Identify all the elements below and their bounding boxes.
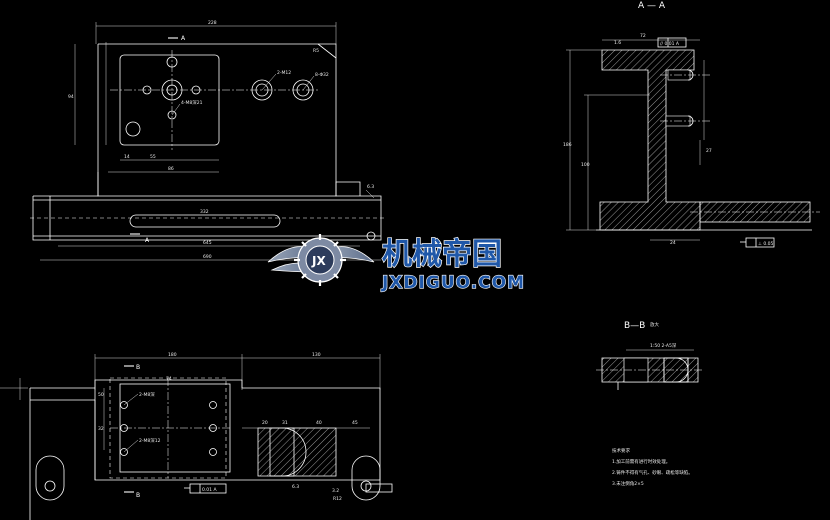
dim-aa-height: 186 <box>563 142 572 148</box>
callout-bore: 8-Φ32 <box>315 72 329 78</box>
watermark-cn: 机械帝国 <box>382 237 502 272</box>
dim-sub-3: 86 <box>168 166 174 172</box>
dim-d7: 32 <box>98 426 104 432</box>
dim-overall-width: 228 <box>208 20 217 26</box>
dim-d3: 31 <box>282 420 288 426</box>
dim-slot-length: 332 <box>200 209 209 215</box>
section-bb-title: B—B <box>624 321 645 331</box>
dim-d5: 50 <box>98 392 104 398</box>
callout-r-small: R12 <box>333 496 342 502</box>
watermark-logo: JX 机械帝国 JXDIGUO.COM <box>267 234 525 294</box>
roughness-2: 3.2 <box>332 488 339 494</box>
dim-top-1: 180 <box>168 352 177 358</box>
callout-hole-2: 2-M8深12 <box>139 437 161 444</box>
svg-text:JX: JX <box>311 254 326 268</box>
tol-frame-aa-top: // 0.01 A <box>660 41 680 47</box>
section-bb-label: 放大 <box>650 321 659 328</box>
front-view: 180 130 B 2-M8深 2-M8深12 2 <box>0 352 393 520</box>
angle-aa: 1.6 <box>614 40 621 46</box>
section-aa: A — A 72 // 0.01 A 1.6 186 100 27 <box>563 1 820 248</box>
note-item: 1.加工前需有进行时效处理。 <box>612 458 670 465</box>
dim-aa-mid: 100 <box>581 162 590 168</box>
dim-total-length: 645 <box>203 240 212 246</box>
section-marker-b-bottom: B <box>136 492 140 499</box>
section-marker-a-top: A <box>181 35 186 42</box>
notes-title: 技术要求 <box>612 447 630 454</box>
dim-sub-1: 14 <box>124 154 130 160</box>
technical-notes: 技术要求 1.加工前需有进行时效处理。 2.铸件不得有气孔、砂眼、疏松等缺陷。 … <box>612 447 693 487</box>
callout-radius: R5 <box>313 48 319 54</box>
dim-aa-top: 72 <box>640 33 646 39</box>
dim-d2: 20 <box>262 420 268 426</box>
note-item: 3.未注倒角2×5 <box>612 480 644 487</box>
section-marker-a-bottom: A <box>145 237 150 244</box>
note-item: 2.铸件不得有气孔、砂眼、疏松等缺陷。 <box>612 469 693 476</box>
dim-d1: 74 <box>166 376 172 382</box>
callout-thread-2: 2-M12 <box>277 70 291 76</box>
callout-chamfer: 6.3 <box>367 184 374 190</box>
tol-frame-aa-bottom: ⊥ 0.05 <box>758 241 774 247</box>
section-bb-callout: 1:50 2-A5深 <box>650 342 677 349</box>
dim-aa-depth: 27 <box>706 148 712 154</box>
watermark-en: JXDIGUO.COM <box>381 273 525 293</box>
dim-sub-2: 55 <box>150 154 156 160</box>
dim-d6: 45 <box>352 420 358 426</box>
top-view: 228 R5 2-M12 8-Φ32 4-M8深21 A 94 <box>30 20 385 261</box>
section-marker-b-top: B <box>136 364 140 371</box>
dim-aa-bottom-right: 24 <box>670 240 676 246</box>
roughness-1: 6.3 <box>292 484 299 490</box>
section-aa-title: A — A <box>638 1 666 11</box>
dim-d4: 40 <box>316 420 322 426</box>
callout-thread-4: 4-M8深21 <box>181 99 203 106</box>
dim-top-2: 130 <box>312 352 321 358</box>
dim-bottom-length: 690 <box>203 254 212 260</box>
callout-hole-1: 2-M8深 <box>139 391 155 398</box>
section-bb: B—B 放大 1:50 2-A5深 <box>596 321 704 390</box>
dim-height-left: 94 <box>68 94 74 100</box>
tol-frame-front: 0.01 A <box>202 487 217 493</box>
